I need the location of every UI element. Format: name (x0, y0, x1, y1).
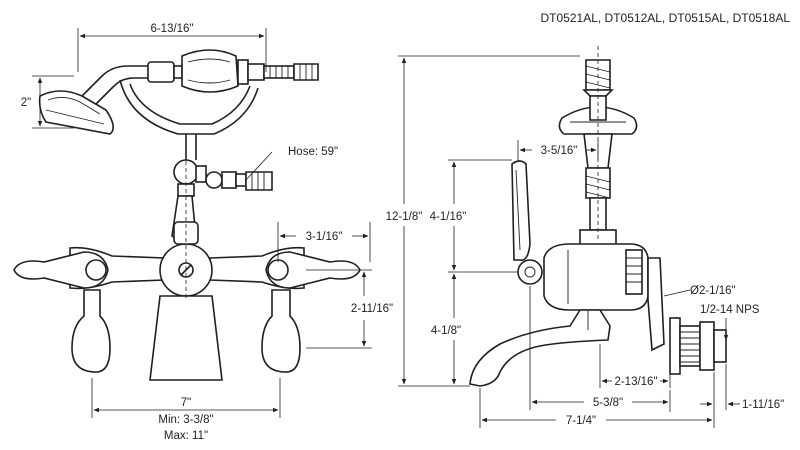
side-view (398, 46, 740, 428)
lever-side (511, 160, 543, 285)
dim-min-spacing: Min: 3-3/8" (158, 414, 213, 426)
dim-inlet-diameter: Ø2-1/16" (690, 285, 736, 297)
dim-total-height: 12-1/8" (386, 211, 423, 223)
faucet-body-front (13, 221, 361, 381)
dim-center-spacing: 7" (181, 397, 191, 409)
front-dimensions (32, 28, 372, 418)
dim-handle-height: 2-11/16" (351, 303, 393, 315)
handshower-front (38, 49, 319, 160)
dim-handshower-width: 6-13/16" (150, 23, 193, 35)
dim-max-spacing: Max: 11" (164, 430, 208, 442)
label-thread: 1/2-14 NPS (700, 304, 760, 316)
dim-handshower-height: 2" (21, 97, 31, 109)
body-side (469, 243, 665, 387)
dim-spout-to-handle: 3-1/16" (306, 231, 343, 243)
handshower-side (558, 59, 638, 247)
label-hose: Hose: 59" (288, 146, 338, 158)
model-numbers: DT0521AL, DT0512AL, DT0515AL, DT0518AL (541, 11, 791, 25)
dim-connector-length: 1-11/16" (742, 399, 784, 411)
dim-cradle-offset: 3-5/16" (541, 145, 578, 157)
side-dimensions (398, 46, 740, 428)
inlet-connector-side (669, 317, 727, 375)
dim-overall-depth: 7-1/4" (566, 415, 596, 427)
dim-body-depth: 5-3/8" (593, 397, 623, 409)
dim-spout-reach: 2-13/16" (614, 376, 657, 388)
dim-lower-height: 4-1/8" (431, 325, 461, 337)
dim-upper-height: 4-1/16" (430, 211, 467, 223)
front-view (13, 28, 372, 418)
